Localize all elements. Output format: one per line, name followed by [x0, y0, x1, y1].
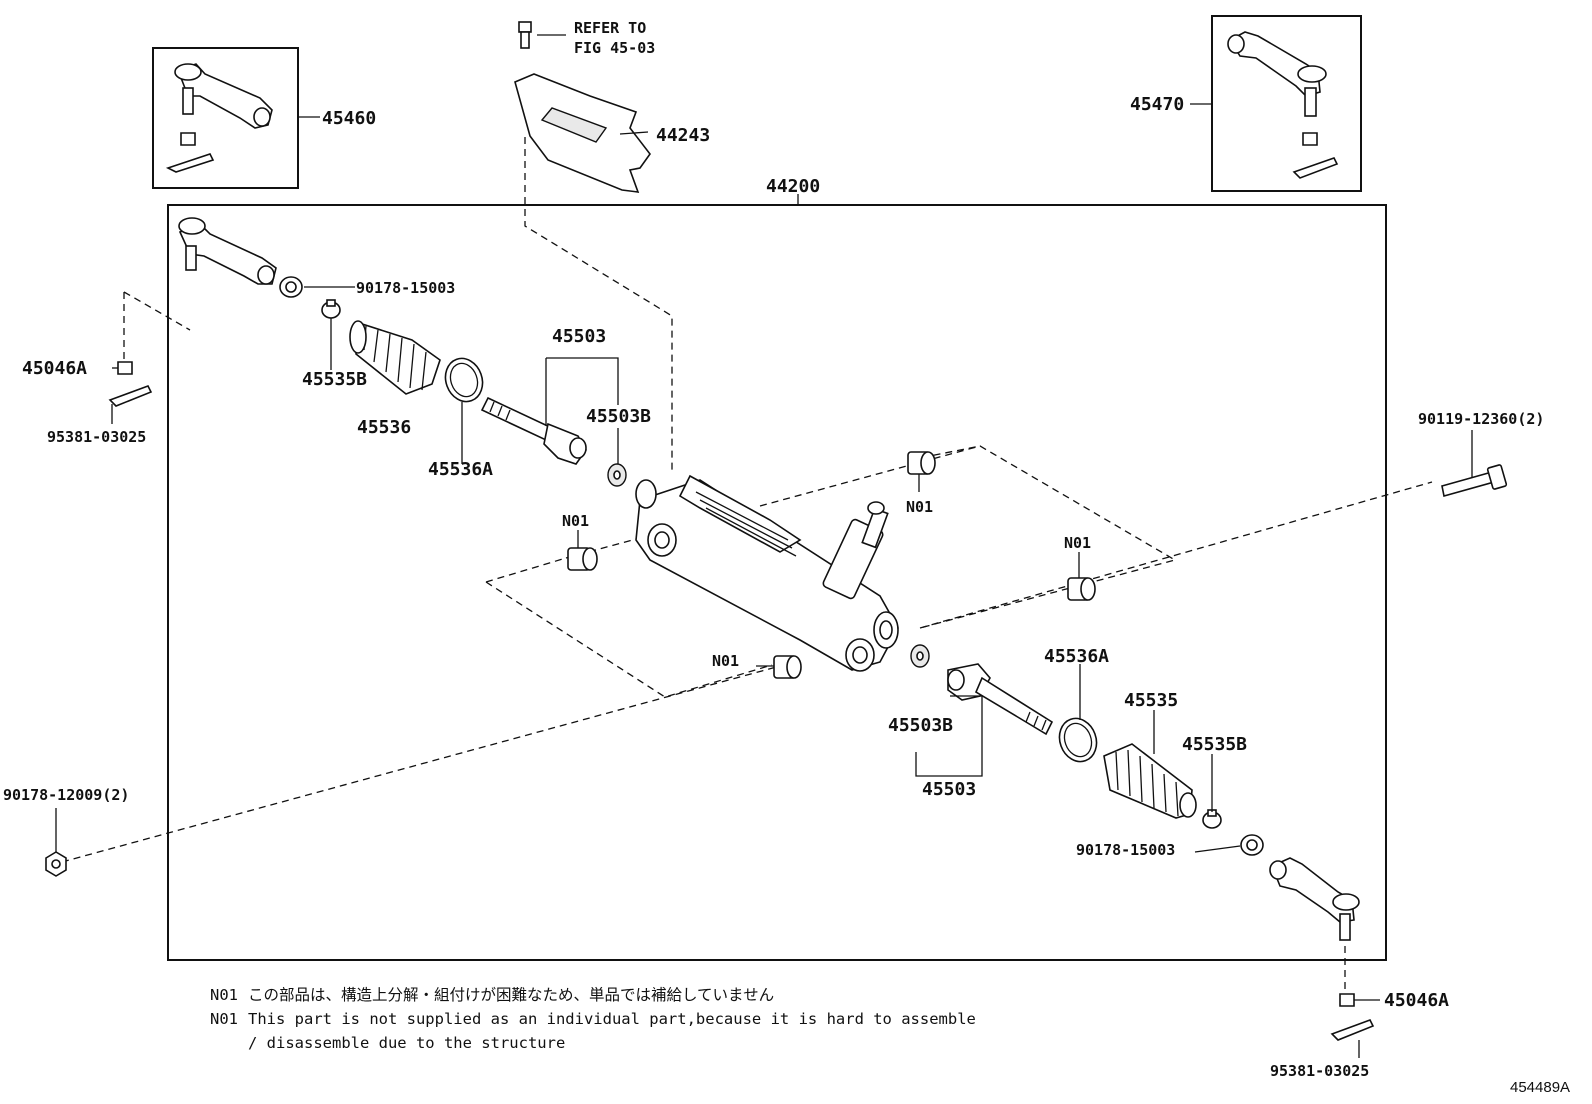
label-n01-d: N01: [712, 652, 739, 670]
nut-90178-15003-top-icon: [279, 276, 303, 298]
cotter-pin-95381-left-icon: [108, 385, 153, 407]
washer-45503b-top-icon: [607, 463, 627, 487]
label-90178-15003-top: 90178-15003: [356, 279, 455, 297]
bolt-90119-12360-icon: [1441, 464, 1508, 498]
note2-tag: N01: [210, 1010, 238, 1028]
inner-tie-rod-bottom-icon: [947, 663, 1054, 736]
clamp-45535b-right-icon: [1202, 809, 1222, 829]
bushing-n01-top-icon: [907, 451, 936, 475]
clamp-45535b-left-icon: [321, 299, 341, 319]
cotter-pin-95381-right-icon: [1330, 1019, 1375, 1041]
bushing-n01-right-icon: [1067, 577, 1096, 601]
note1-text: この部品は、構造上分解・組付けが困難なため、単品では補給していません: [248, 986, 774, 1004]
label-45535b-right: 45535B: [1182, 734, 1247, 755]
label-95381-left: 95381-03025: [47, 428, 146, 446]
refer-line2: FIG 45-03: [574, 39, 655, 57]
refer-line1: REFER TO: [574, 19, 646, 37]
label-n01-c: N01: [1064, 534, 1091, 552]
nut-45046a-left-icon: [117, 361, 133, 375]
label-45503-bottom: 45503: [922, 779, 976, 800]
bushing-n01-left-icon: [567, 547, 598, 571]
tie-rod-end-45470-icon: [1227, 31, 1339, 179]
nut-90178-15003-bottom-icon: [1240, 834, 1264, 856]
label-45536: 45536: [357, 417, 411, 438]
label-45535b-left: 45535B: [302, 369, 367, 390]
label-45046a-right: 45046A: [1384, 990, 1449, 1011]
nut-45046a-right-icon: [1339, 993, 1355, 1007]
band-45536a-right-icon: [1058, 717, 1098, 763]
assembly-frame-44200: [167, 204, 1387, 961]
label-95381-right: 95381-03025: [1270, 1062, 1369, 1080]
label-44200: 44200: [766, 176, 820, 197]
label-45503b-top: 45503B: [586, 406, 651, 427]
heat-shield-44243-icon: [514, 73, 651, 193]
label-90119-12360: 90119-12360(2): [1418, 410, 1544, 428]
label-44243: 44243: [656, 125, 710, 146]
band-45536a-left-icon: [444, 357, 484, 403]
label-45503-top: 45503: [552, 326, 606, 347]
label-45536a-right: 45536A: [1044, 646, 1109, 667]
bushing-n01-bottom-icon: [773, 655, 802, 679]
label-90178-15003-bottom: 90178-15003: [1076, 841, 1175, 859]
label-n01-a: N01: [562, 512, 589, 530]
label-n01-b: N01: [906, 498, 933, 516]
label-45535: 45535: [1124, 690, 1178, 711]
bolt-refer-icon: [518, 21, 532, 49]
note1-tag: N01: [210, 986, 238, 1004]
inset-frame-45460: [152, 47, 299, 189]
inner-tie-rod-top-icon: [480, 396, 587, 465]
tie-rod-end-45460-icon: [165, 63, 273, 173]
figure-id: 454489A: [1510, 1079, 1570, 1096]
label-45046a-left: 45046A: [22, 358, 87, 379]
note2-text: This part is not supplied as an individu…: [248, 1010, 976, 1028]
nut-90178-12009-icon: [45, 851, 67, 877]
steering-rack-housing-icon: [635, 474, 899, 672]
boot-45535-icon: [1103, 743, 1197, 819]
label-45536a-left: 45536A: [428, 459, 493, 480]
tie-rod-end-right-icon: [1269, 857, 1360, 941]
boot-45536-icon: [349, 320, 441, 395]
label-45503b-bottom: 45503B: [888, 715, 953, 736]
label-45470: 45470: [1130, 94, 1184, 115]
label-90178-12009: 90178-12009(2): [3, 786, 129, 804]
note2-continuation: / disassemble due to the structure: [248, 1034, 565, 1052]
tie-rod-end-left-icon: [178, 217, 277, 285]
washer-45503b-bottom-icon: [910, 644, 930, 668]
label-45460: 45460: [322, 108, 376, 129]
